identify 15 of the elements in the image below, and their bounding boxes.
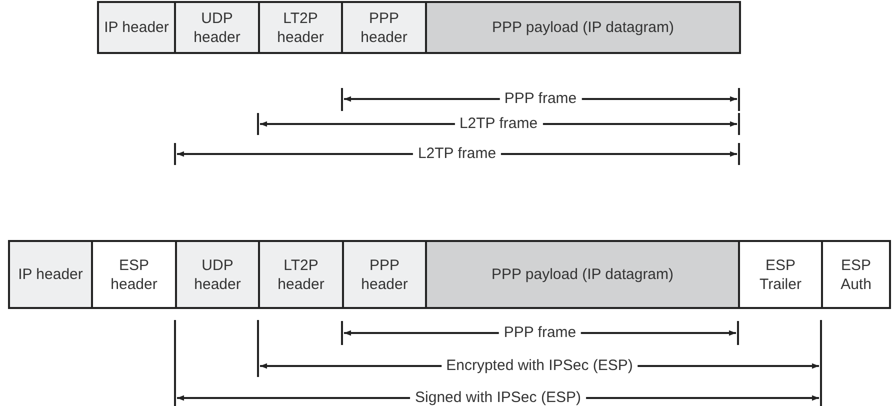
packet-field: PPP payload (IP datagram) <box>425 240 740 309</box>
packet-field: UDP header <box>174 1 260 54</box>
dimension-label: Signed with IPSec (ESP) <box>410 389 586 406</box>
packet-field: PPP payload (IP datagram) <box>425 1 741 54</box>
packet-field: LT2P header <box>258 1 343 54</box>
packet-field: IP header <box>97 1 176 54</box>
packet-field: ESP Trailer <box>738 240 823 309</box>
packet-field: PPP header <box>341 1 427 54</box>
packet-field: ESP Auth <box>821 240 891 309</box>
packet-field: LT2P header <box>258 240 344 309</box>
packet-field: UDP header <box>175 240 260 309</box>
dimension-label: Encrypted with IPSec (ESP) <box>441 357 638 375</box>
packet-field: IP header <box>8 240 93 309</box>
packet-field: PPP header <box>342 240 427 309</box>
packet-field: ESP header <box>91 240 177 309</box>
